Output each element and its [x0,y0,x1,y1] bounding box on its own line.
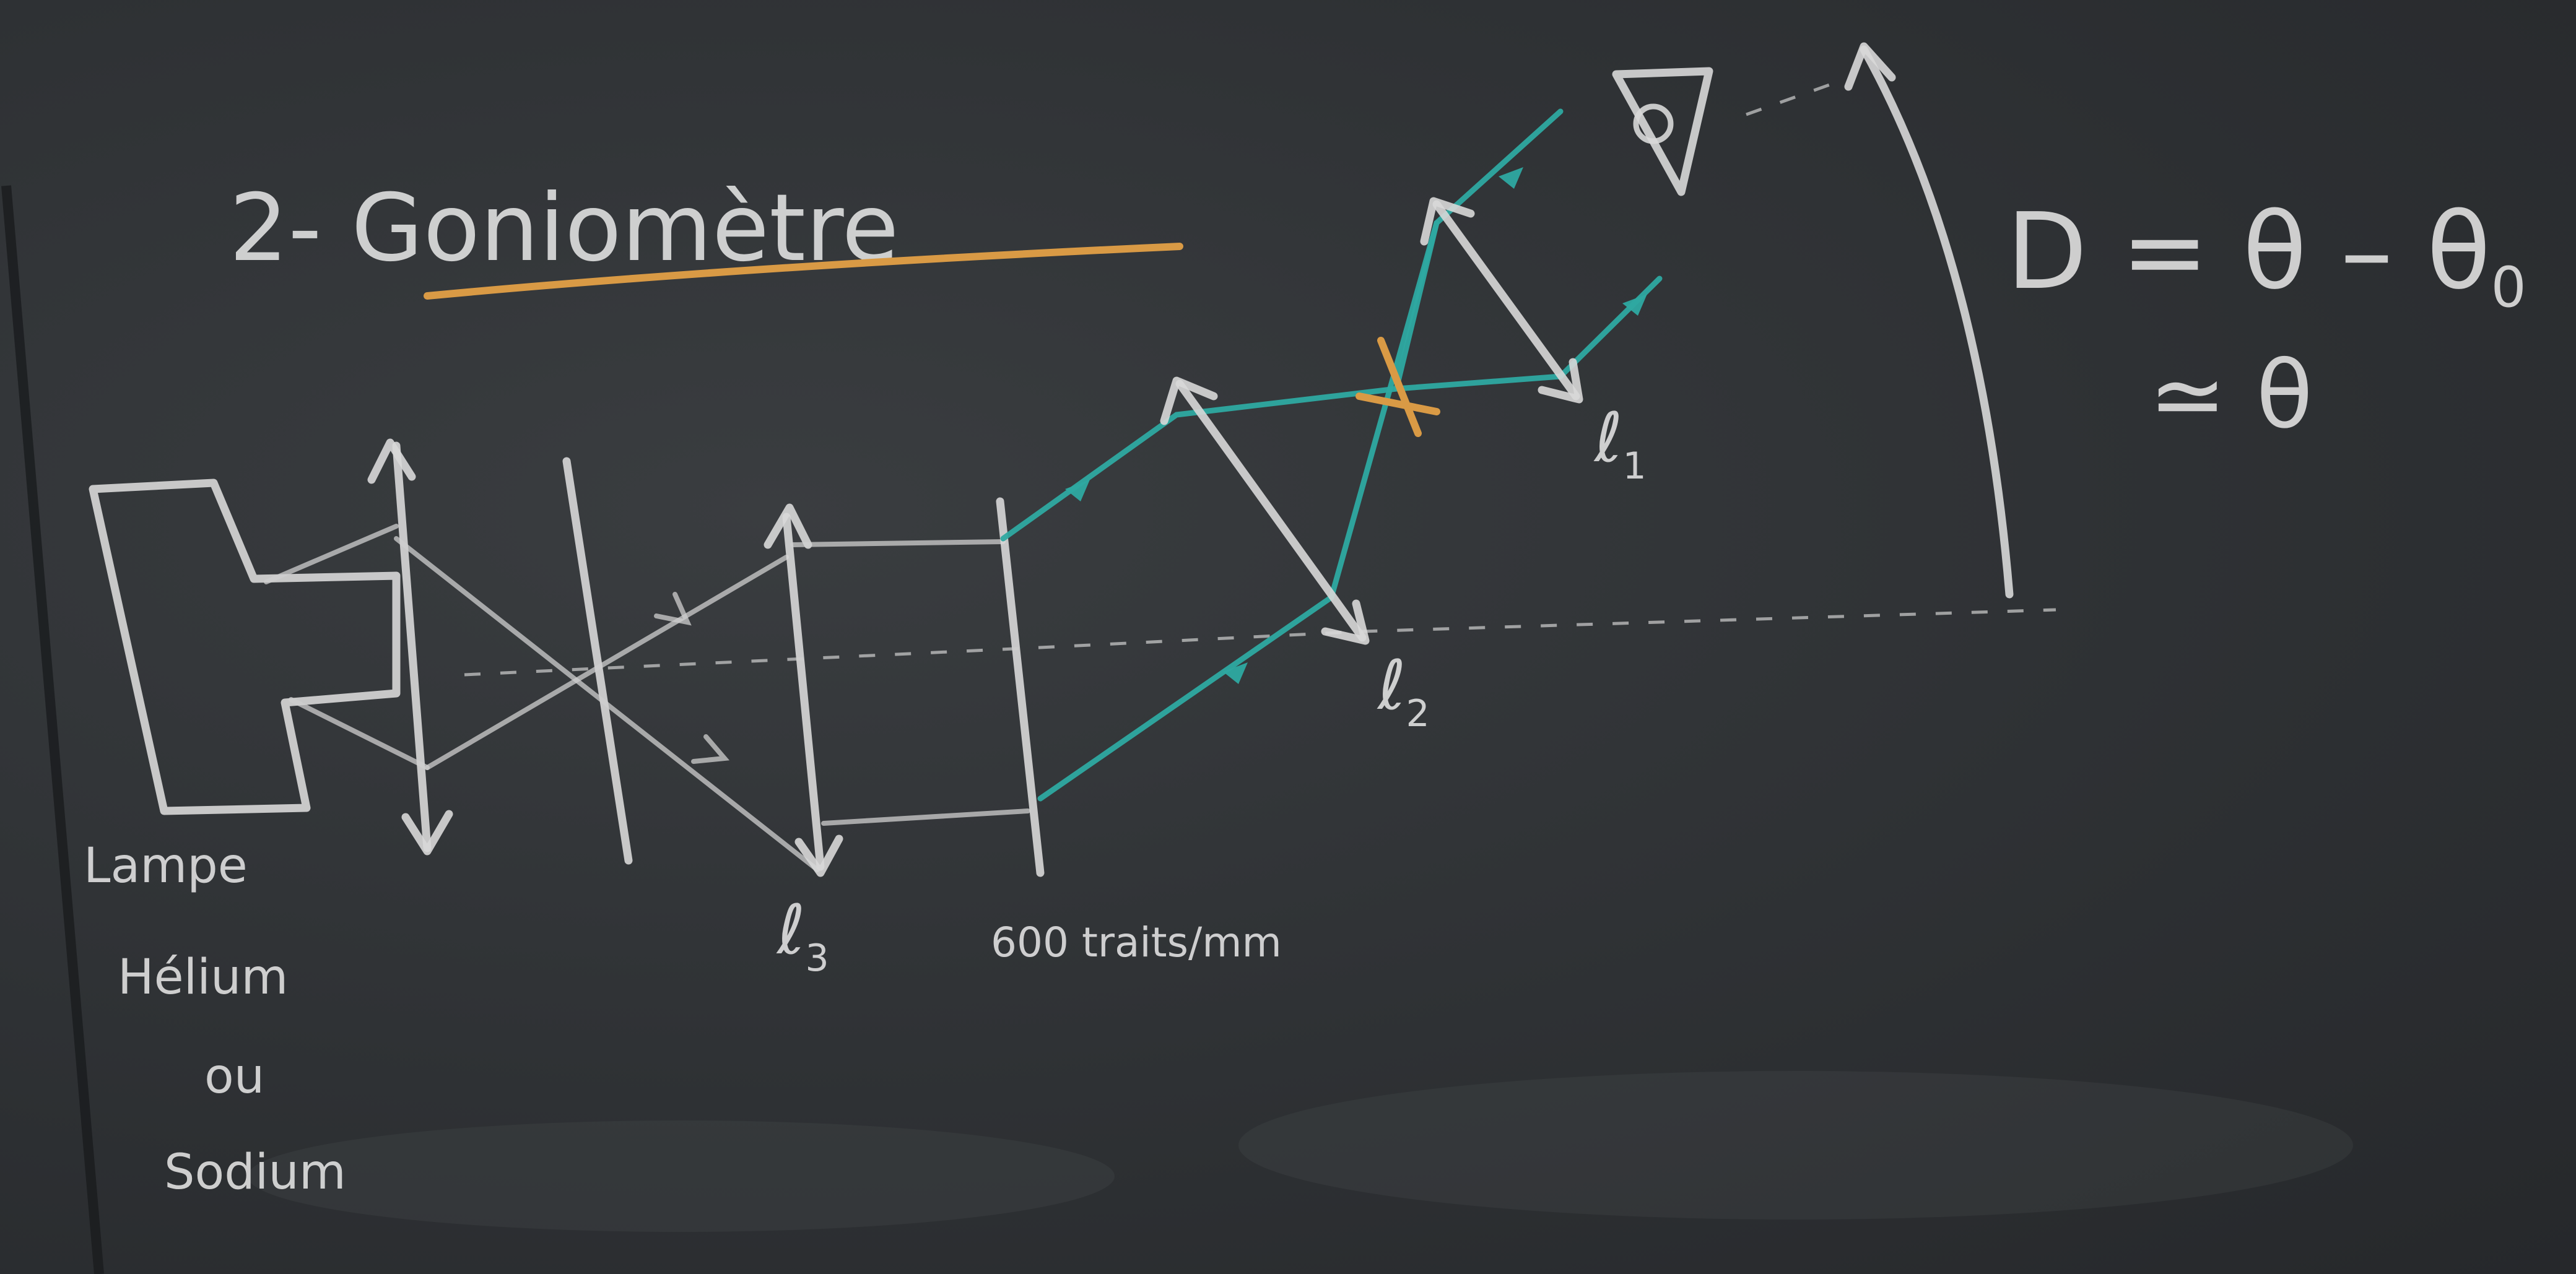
lens-l1-arrow-bottom [1538,358,1583,404]
telescope-axis [1746,82,1834,116]
lamp-label-2: Hélium [118,950,288,1005]
lens-l3-label: ℓ3 [776,890,829,980]
telescope-ray-1 [1393,108,1564,392]
board-edge [1,185,104,1274]
ray-arrow-head [1499,167,1523,189]
converging-ray [425,555,789,770]
parallel-beam-top [790,539,1006,547]
condenser-lens [392,441,432,852]
lamp-label-4: Sodium [164,1145,346,1200]
lamp-ray [289,697,430,770]
ray-arrow-head [691,734,730,764]
grating-label: 600 traits/mm [991,919,1282,966]
condenser-arrow-bottom [401,810,453,856]
focal-point-cross [1377,337,1422,437]
ray-arrow-head [1223,662,1248,684]
entrance-slit [562,457,633,865]
lens-l3-arrow-top [764,503,812,549]
diffracted-ray-lower [1037,220,1440,802]
diffracted-ray-upper [1000,373,1564,542]
lamp-housing [89,479,401,815]
lens-l2-arrow-bottom [1321,599,1370,645]
lens-l1-arrow-top [1420,197,1475,246]
eyepiece-icon [1612,67,1713,196]
deviation-arc [1860,45,2014,599]
lens-l2-label: ℓ2 [1377,646,1430,735]
eraser-smudge [1238,1071,2353,1220]
converging-ray [394,536,820,872]
deviation-arc-arrow [1844,42,1896,91]
diffraction-grating [996,497,1045,877]
lens-l1 [1432,200,1580,401]
title-underline [424,243,1183,300]
eye-icon [1633,103,1674,144]
lens-l1-label: ℓ1 [1593,398,1647,488]
condenser-arrow-top [367,438,416,484]
ray-arrow-head [1065,480,1090,501]
lamp-ray [264,524,399,584]
formula-line-2: ≃ θ [2149,342,2313,449]
lamp-label-1: Lampe [84,838,248,894]
ray-arrow-head [1622,294,1647,316]
lens-l3-arrow-bottom [794,834,843,877]
parallel-beam-bottom [821,808,1030,826]
formula-line-1: D = θ – θ0 [2006,191,2526,320]
telescope-ray-2 [1557,275,1663,379]
lens-l3 [782,513,825,871]
lens-l2 [1175,379,1367,642]
lens-l2-arrow-top [1160,376,1218,425]
eraser-smudge [248,1120,1115,1232]
optical-axis [464,608,2056,677]
lamp-label-3: ou [204,1049,264,1104]
focal-point-cross [1355,392,1440,415]
ray-arrow-head [654,592,692,626]
